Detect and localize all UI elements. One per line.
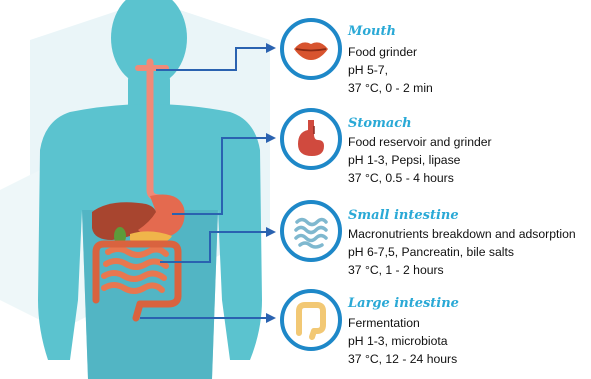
organ-title: Small intestine <box>348 208 459 223</box>
organ-title: Large intestine <box>348 296 459 311</box>
organ-temp-time: 37 °C, 0.5 - 4 hours <box>348 171 454 186</box>
organ-title: Stomach <box>348 116 412 131</box>
small-intestine-icon <box>284 204 338 258</box>
organ-ph: pH 5-7, <box>348 63 388 78</box>
stomach-circle <box>280 108 342 170</box>
mouth-circle <box>280 18 342 80</box>
organ-function: Food reservoir and grinder <box>348 135 492 150</box>
organ-function: Fermentation <box>348 316 420 331</box>
stomach-icon <box>284 112 338 166</box>
organ-temp-time: 37 °C, 1 - 2 hours <box>348 263 444 278</box>
organ-ph: pH 1-3, Pepsi, lipase <box>348 153 460 168</box>
organ-temp-time: 37 °C, 12 - 24 hours <box>348 352 457 367</box>
organ-ph: pH 6-7,5, Pancreatin, bile salts <box>348 245 514 260</box>
organ-function: Food grinder <box>348 45 417 60</box>
organ-temp-time: 37 °C, 0 - 2 min <box>348 81 433 96</box>
large-intestine-circle <box>280 289 342 351</box>
organ-title: Mouth <box>348 24 396 39</box>
small-intestine-circle <box>280 200 342 262</box>
large-intestine-icon <box>284 293 338 347</box>
lips-icon <box>284 22 338 76</box>
organ-function: Macronutrients breakdown and adsorption <box>348 227 576 242</box>
organ-ph: pH 1-3, microbiota <box>348 334 448 349</box>
